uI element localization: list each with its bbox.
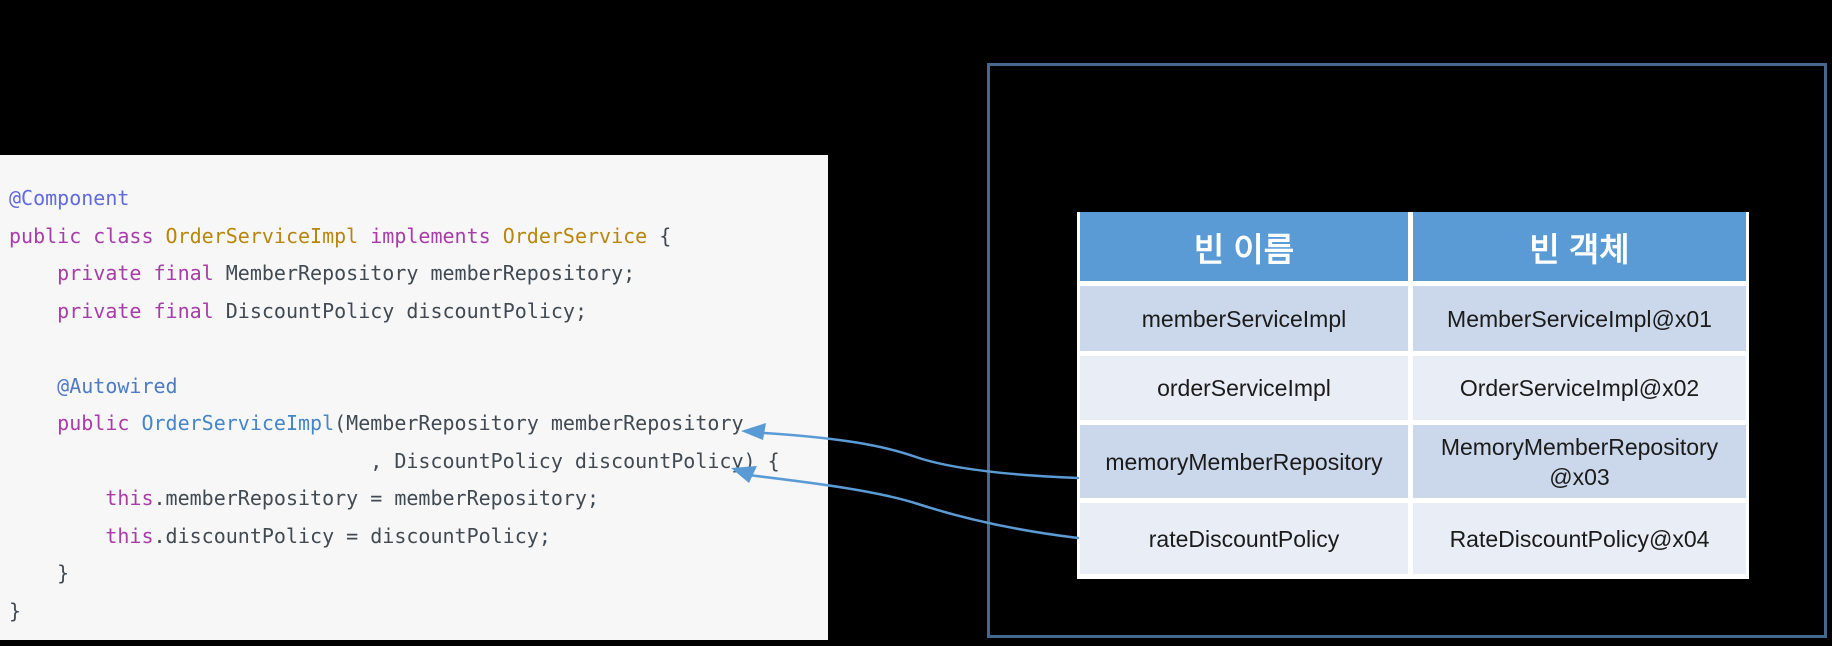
code-line: this.memberRepository = memberRepository…: [105, 486, 600, 510]
code-panel: @Component public class OrderServiceImpl …: [0, 155, 828, 640]
spring-container-box: [987, 63, 1827, 638]
code-line: public OrderServiceImpl(MemberRepository…: [57, 411, 744, 435]
bean-object-header: 빈 객체: [1413, 212, 1746, 286]
code-line: [9, 330, 828, 368]
table-row: orderServiceImpl OrderServiceImpl@x02: [1080, 356, 1746, 425]
bean-name-cell: memberServiceImpl: [1080, 286, 1413, 356]
bean-object-cell: OrderServiceImpl@x02: [1413, 356, 1746, 425]
code-line: private final MemberRepository memberRep…: [57, 261, 636, 285]
bean-name-cell: memoryMemberRepository: [1080, 425, 1413, 503]
code-line: , DiscountPolicy discountPolicy) {: [9, 448, 780, 473]
code-line: public class OrderServiceImpl implements…: [9, 223, 672, 248]
bean-name-cell: rateDiscountPolicy: [1080, 503, 1413, 579]
table-row: rateDiscountPolicy RateDiscountPolicy@x0…: [1080, 503, 1746, 579]
bean-name-cell: orderServiceImpl: [1080, 356, 1413, 425]
code-line: private final DiscountPolicy discountPol…: [57, 298, 587, 323]
bean-object-cell: MemoryMemberRepository @x03: [1413, 425, 1746, 503]
code-line: @Autowired: [57, 373, 178, 398]
table-row: memoryMemberRepository MemoryMemberRepos…: [1080, 425, 1746, 503]
bean-object-cell: MemberServiceImpl@x01: [1413, 286, 1746, 356]
bean-name-header: 빈 이름: [1080, 212, 1413, 286]
bean-table-header-row: 빈 이름 빈 객체: [1080, 212, 1746, 286]
code-line: }: [9, 598, 22, 623]
bean-table: 빈 이름 빈 객체 memberServiceImpl MemberServic…: [1077, 212, 1749, 579]
table-row: memberServiceImpl MemberServiceImpl@x01: [1080, 286, 1746, 356]
code-line: @Component: [9, 186, 130, 210]
bean-object-cell: RateDiscountPolicy@x04: [1413, 503, 1746, 579]
code-line: }: [9, 561, 70, 585]
code-line: this.discountPolicy = discountPolicy;: [105, 523, 551, 548]
